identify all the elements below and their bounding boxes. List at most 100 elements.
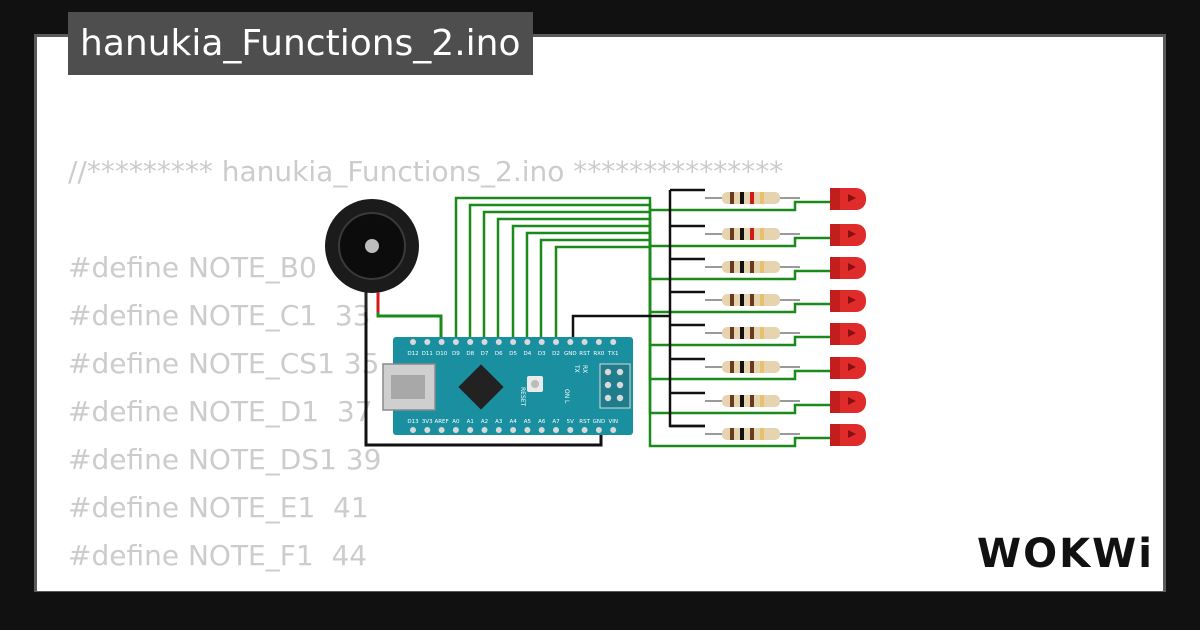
pin (495, 339, 502, 345)
pin-label: A7 (552, 419, 560, 425)
pin (424, 339, 431, 345)
pin (438, 339, 445, 345)
reset-label: RESET (519, 387, 526, 407)
pin-label: A2 (481, 419, 488, 425)
led-array (705, 188, 866, 446)
pin-label: D4 (524, 351, 532, 357)
icsp-pin (616, 394, 624, 402)
pin-label: 5V (567, 419, 574, 425)
pin-label: A3 (495, 419, 503, 425)
pin-label: VIN (608, 419, 618, 425)
pin (510, 427, 517, 433)
pin-label: D2 (552, 351, 560, 357)
pin (410, 339, 416, 345)
pin-label: D12 (407, 351, 418, 357)
code-line: #define NOTE_E1 41 (68, 491, 369, 524)
pin (467, 339, 474, 345)
pin (581, 427, 588, 433)
pin-label: D5 (509, 351, 517, 357)
pin-label: RST (579, 351, 590, 357)
code-preview: //********* hanukia_Functions_2.ino ****… (68, 148, 783, 628)
pin-label: AREF (434, 419, 448, 425)
ground-bus (668, 190, 705, 428)
pin-label: D6 (495, 351, 503, 357)
pin (595, 339, 602, 345)
wires (454, 188, 835, 448)
led-row (705, 391, 866, 413)
signal-wire (554, 245, 835, 448)
led-row (705, 188, 866, 210)
led-row (705, 323, 866, 345)
led-row (705, 424, 866, 446)
pin (424, 427, 431, 433)
led-label: ON (563, 389, 570, 398)
buzzer (325, 199, 419, 312)
pin-label: A1 (467, 419, 474, 425)
led-row (705, 290, 866, 312)
pin (610, 427, 617, 433)
pin (438, 427, 445, 433)
pin (481, 339, 488, 345)
pin-label: RX0 (593, 351, 605, 357)
code-line: #define NOTE_DS1 39 (68, 443, 382, 476)
led-row (705, 257, 866, 279)
led-row (705, 224, 866, 246)
pin-label: GND (564, 351, 577, 357)
code-line: #define NOTE_CS1 35 (68, 347, 380, 380)
led-label: L (563, 400, 570, 404)
logo-text: WOKWi (977, 531, 1150, 577)
gnd-wire (571, 314, 670, 338)
code-line: #define NOTE_D1 37 (68, 395, 373, 428)
pin-label: D11 (422, 351, 433, 357)
code-line: //********* hanukia_Functions_2.ino ****… (68, 155, 784, 188)
pin-label: D10 (436, 351, 448, 357)
code-line: #define NOTE_F1 44 (68, 539, 368, 572)
pin (553, 339, 559, 345)
pin (524, 427, 531, 433)
pin (481, 427, 488, 433)
pin-label: D3 (538, 351, 546, 357)
icsp-pin (604, 368, 612, 376)
pin (538, 427, 545, 433)
pin-label: D13 (407, 419, 419, 425)
pin (510, 339, 517, 345)
pin (595, 427, 602, 433)
pin-label: D8 (466, 351, 474, 357)
pin (452, 339, 459, 345)
wokwi-logo: WOKWi (977, 531, 1150, 577)
pin-label: GND (593, 419, 606, 425)
pin (495, 427, 502, 433)
led-label: TX (573, 364, 580, 373)
pin (452, 427, 459, 433)
pin (567, 339, 574, 345)
pin-label: A0 (452, 419, 460, 425)
icsp-header (604, 368, 624, 402)
pin-label: A5 (524, 419, 532, 425)
pin (610, 339, 617, 345)
pin (538, 339, 545, 345)
pin-label: A4 (509, 419, 517, 425)
pin (553, 427, 559, 433)
pin (410, 427, 416, 433)
led-label: RX (581, 365, 588, 373)
signal-wire (511, 224, 835, 347)
pin (581, 339, 588, 345)
pin-label: D7 (481, 351, 489, 357)
icsp-pin (604, 381, 612, 389)
icsp-pin (616, 381, 624, 389)
pin (567, 427, 574, 433)
preview-card (34, 34, 1166, 594)
pin-label: RST (579, 419, 590, 425)
pin (524, 339, 531, 345)
project-title: hanukia_Functions_2.ino (68, 12, 533, 75)
pin (467, 427, 474, 433)
pin-label: TX1 (607, 351, 619, 357)
signal-wire (482, 210, 835, 338)
led-row (705, 357, 866, 379)
pin-label: A6 (538, 419, 546, 425)
pin-label: 3V3 (422, 419, 433, 425)
